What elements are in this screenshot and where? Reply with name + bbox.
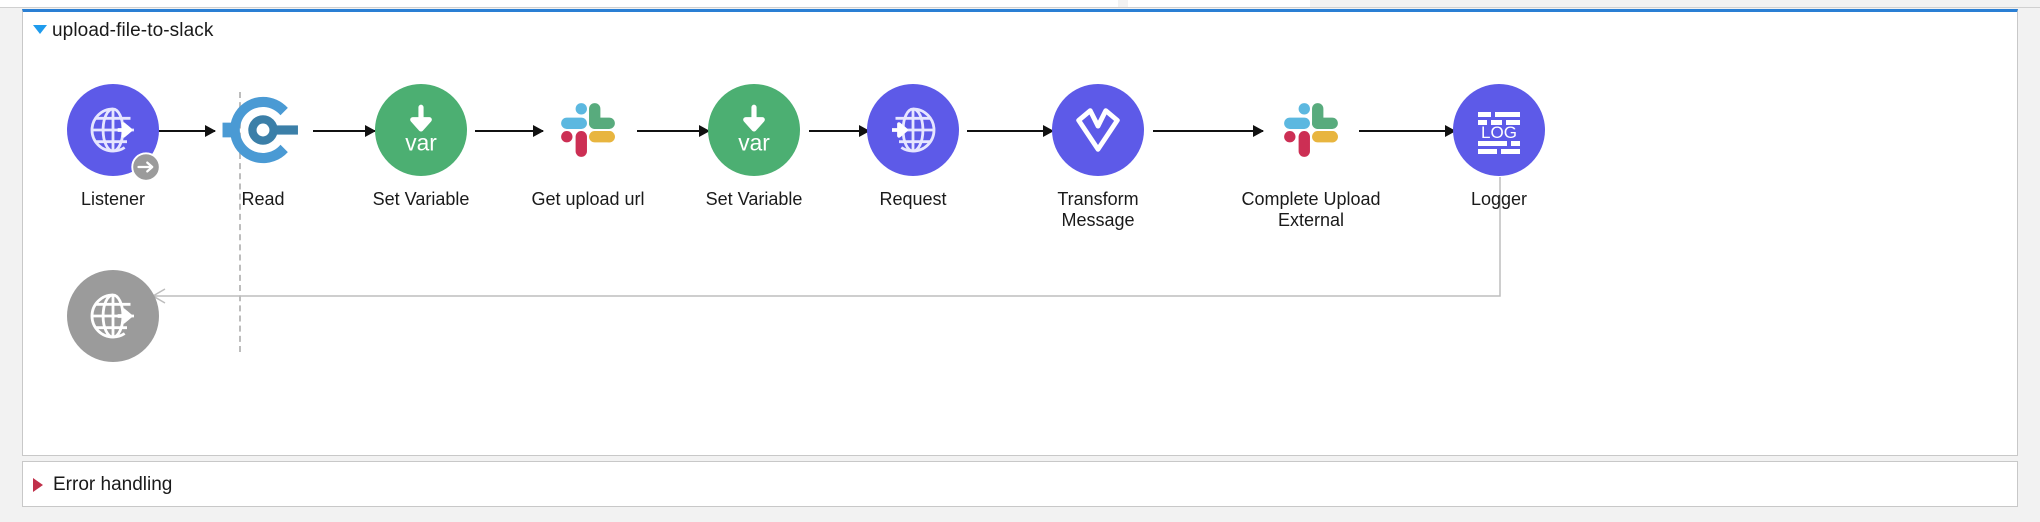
dataweave-icon <box>1076 108 1120 152</box>
globe-in-arrow-icon <box>892 107 936 153</box>
node-label: Set Variable <box>372 189 470 209</box>
globe-out-arrow-icon <box>90 107 134 153</box>
node-label: Listener <box>80 189 146 209</box>
node-label: Complete Upload External <box>1241 189 1381 230</box>
node-transform-message[interactable]: Transform Message <box>1036 84 1160 230</box>
node-label: Set Variable <box>705 189 803 209</box>
node-read[interactable]: Read <box>201 84 325 210</box>
node-logger[interactable]: LOG Logger <box>1437 84 1561 210</box>
error-handling-label: Error handling <box>53 474 173 495</box>
node-label: Get upload url <box>531 189 645 209</box>
svg-text:var: var <box>738 130 770 156</box>
set-variable-icon-circle[interactable]: var <box>375 84 467 176</box>
complete-upload-icon-wrap[interactable] <box>1265 84 1357 176</box>
connector-request-to-transform-message <box>967 125 1054 137</box>
connector-get-upload-url-to-set-variable-2 <box>637 125 710 137</box>
triangle-right-icon[interactable] <box>33 478 43 492</box>
connector-logger-to-response <box>151 177 1501 304</box>
triangle-down-icon[interactable] <box>33 25 47 34</box>
node-set-variable-2[interactable]: var Set Variable <box>692 84 816 210</box>
editor-tab-strip-left <box>0 0 1118 7</box>
globe-out-arrow-icon <box>90 293 134 339</box>
connector-transform-message-to-complete-upload <box>1153 125 1264 137</box>
connector-read-to-set-variable-1 <box>313 125 376 137</box>
connector-listener-to-read <box>147 125 216 137</box>
node-label: Transform Message <box>1057 189 1139 230</box>
connector-complete-upload-to-logger <box>1359 125 1456 137</box>
slack-icon <box>561 103 615 157</box>
node-listener[interactable]: Listener <box>51 84 175 210</box>
connector-set-variable-1-to-get-upload-url <box>475 125 544 137</box>
node-request[interactable]: Request <box>851 84 975 210</box>
listener-icon-circle[interactable] <box>67 84 161 182</box>
logger-icon-circle[interactable]: LOG <box>1453 84 1545 176</box>
editor-tab-strip-right <box>1128 0 1310 7</box>
slack-icon <box>1284 103 1338 157</box>
svg-text:LOG: LOG <box>1481 123 1517 142</box>
read-icon-wrap[interactable] <box>217 84 309 176</box>
connector-set-variable-2-to-request <box>809 125 870 137</box>
editor-strip-divider <box>0 7 2040 8</box>
node-label: Logger <box>1470 189 1528 209</box>
flow-header[interactable]: upload-file-to-slack <box>23 12 2017 46</box>
node-complete-upload-external[interactable]: Complete Upload External <box>1241 84 1381 230</box>
var-down-arrow-icon: var <box>405 104 437 156</box>
get-upload-url-icon-wrap[interactable] <box>542 84 634 176</box>
editor-top-strip <box>0 0 2040 10</box>
listener-response-icon-circle[interactable] <box>67 270 159 362</box>
flow-container[interactable]: upload-file-to-slack <box>22 9 2018 456</box>
node-label: Read <box>241 189 285 209</box>
node-listener-response[interactable] <box>51 270 175 375</box>
set-variable-icon-circle[interactable]: var <box>708 84 800 176</box>
node-label: Request <box>879 189 947 209</box>
node-get-upload-url[interactable]: Get upload url <box>526 84 650 210</box>
file-read-connector-icon <box>222 96 298 164</box>
request-icon-circle[interactable] <box>867 84 959 176</box>
listener-response-badge-icon <box>131 152 161 182</box>
var-down-arrow-icon: var <box>738 104 770 156</box>
log-icon: LOG <box>1478 112 1520 154</box>
transform-message-icon-circle[interactable] <box>1052 84 1144 176</box>
flow-title: upload-file-to-slack <box>52 20 214 41</box>
svg-text:var: var <box>405 130 437 156</box>
node-set-variable-1[interactable]: var Set Variable <box>359 84 483 210</box>
error-handling-section[interactable]: Error handling <box>22 461 2018 507</box>
